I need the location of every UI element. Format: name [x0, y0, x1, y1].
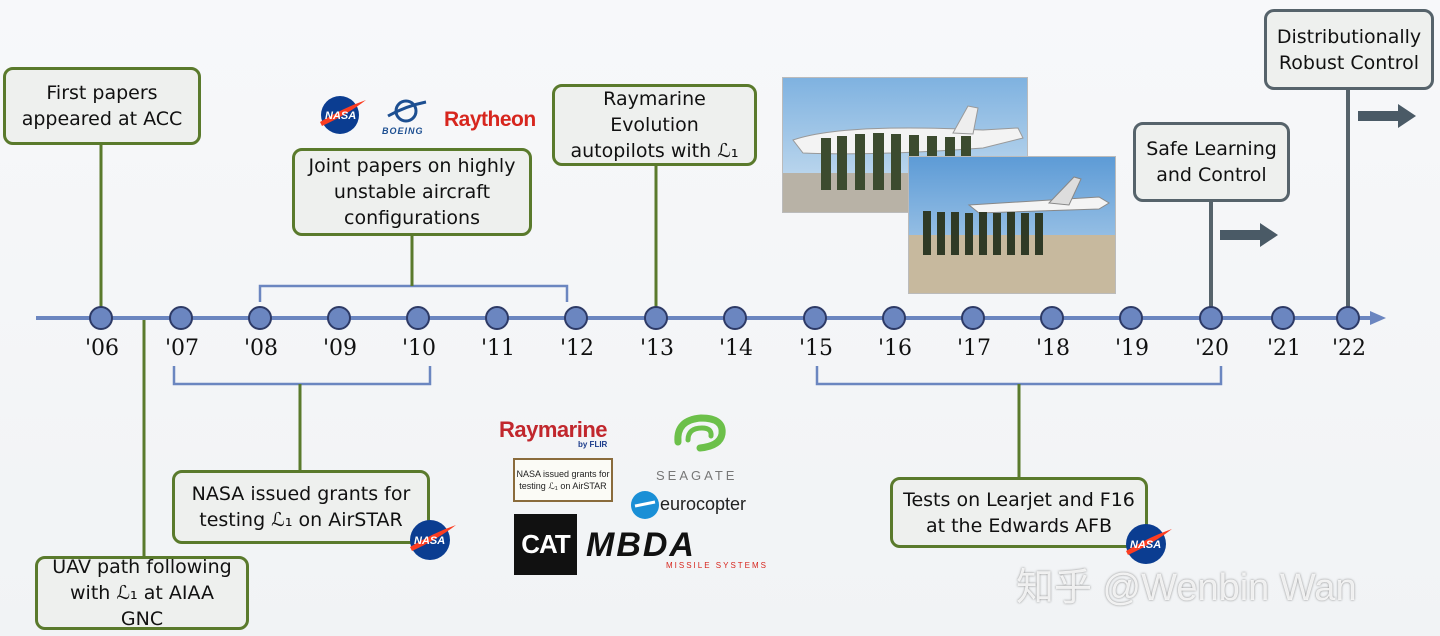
year-label: '08 — [244, 336, 279, 361]
nasa-logo-tests: NASA — [1124, 522, 1174, 570]
year-label: '20 — [1195, 336, 1230, 361]
box-distributionally-robust: Distributionally Robust Control — [1264, 9, 1434, 90]
seagate-logo: SEAGATE — [656, 412, 742, 484]
flir-logo: by FLIR — [578, 440, 608, 449]
year-label: '09 — [323, 336, 358, 361]
timeline-node — [723, 306, 747, 330]
year-label: '18 — [1036, 336, 1071, 361]
eurocopter-logo: eurocopter — [630, 490, 770, 520]
year-label: '12 — [560, 336, 595, 361]
nasa-note-image: NASA issued grants for testing ℒ₁ on Air… — [513, 458, 613, 502]
watermark: 知乎 @Wenbin Wan — [1016, 567, 1357, 609]
year-label: '11 — [481, 336, 516, 361]
timeline-node — [1040, 306, 1064, 330]
timeline-node — [485, 306, 509, 330]
timeline-node — [248, 306, 272, 330]
nasa-logo-grants: NASA — [408, 518, 458, 566]
seagate-icon — [674, 414, 726, 452]
year-label: '15 — [799, 336, 834, 361]
year-label: '22 — [1332, 336, 1367, 361]
box-tests-learjet: Tests on Learjet and F16 at the Edwards … — [890, 477, 1148, 548]
brace-tests — [815, 366, 1223, 386]
box-joint-papers: Joint papers on highly unstable aircraft… — [292, 148, 532, 236]
nasa-meatball-icon: NASA — [410, 520, 456, 560]
boeing-icon — [387, 99, 427, 123]
box-raymarine: Raymarine Evolution autopilots with ℒ₁ — [552, 84, 757, 166]
box-first-papers: First papers appeared at ACC — [3, 67, 201, 145]
nasa-meatball-icon: NASA — [1126, 524, 1172, 564]
svg-text:NASA: NASA — [414, 535, 445, 547]
svg-text:NASA: NASA — [325, 110, 356, 122]
year-label: '21 — [1267, 336, 1302, 361]
timeline-node — [644, 306, 668, 330]
timeline-node — [169, 306, 193, 330]
timeline-node — [882, 306, 906, 330]
year-label: '17 — [957, 336, 992, 361]
boeing-logo: BOEING — [378, 98, 434, 140]
year-label: '13 — [640, 336, 675, 361]
year-label: '07 — [165, 336, 200, 361]
year-label: '06 — [85, 336, 120, 361]
raymarine-logo: Raymarine — [499, 417, 608, 442]
box-uav-path: UAV path following with ℒ₁ at AIAA GNC — [35, 556, 249, 630]
timeline-node — [327, 306, 351, 330]
photo-f16-team — [908, 156, 1116, 294]
timeline-node — [89, 306, 113, 330]
nasa-logo-top: NASA — [318, 94, 368, 140]
timeline-node — [406, 306, 430, 330]
timeline-node — [564, 306, 588, 330]
eurocopter-icon — [631, 491, 659, 519]
mbda-logo: MBDA — [586, 526, 696, 564]
timeline-node — [1271, 306, 1295, 330]
arrow-right-icon — [1358, 103, 1418, 133]
year-label: '10 — [402, 336, 437, 361]
nasa-meatball-icon: NASA — [320, 96, 366, 134]
brace-nasa-grants — [172, 366, 432, 386]
timeline-node — [961, 306, 985, 330]
timeline-node — [803, 306, 827, 330]
timeline-node — [1336, 306, 1360, 330]
mbda-subtitle: MISSILE SYSTEMS — [666, 561, 769, 570]
box-safe-learning: Safe Learning and Control — [1133, 122, 1290, 202]
year-label: '19 — [1115, 336, 1150, 361]
timeline-node — [1199, 306, 1223, 330]
year-label: '14 — [719, 336, 754, 361]
box-nasa-grants: NASA issued grants for testing ℒ₁ on Air… — [172, 470, 430, 544]
timeline-arrowhead — [1370, 311, 1386, 325]
cat-logo: CAT — [514, 514, 577, 575]
arrow-right-icon — [1220, 222, 1280, 252]
brace-joint-papers — [258, 284, 569, 302]
timeline-node — [1119, 306, 1143, 330]
svg-text:NASA: NASA — [1130, 539, 1161, 551]
year-label: '16 — [878, 336, 913, 361]
raytheon-logo: Raytheon — [444, 108, 536, 131]
